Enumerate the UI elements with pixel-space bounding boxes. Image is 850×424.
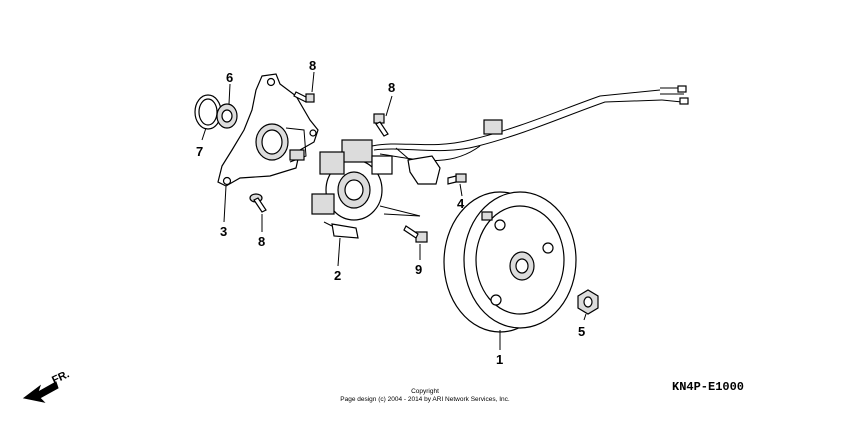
screw-8-mid[interactable] [373, 113, 389, 137]
callout-6: 6 [226, 70, 233, 85]
callout-8-lower: 8 [258, 234, 265, 249]
front-direction-label: FR. [50, 368, 71, 386]
bolt-9-part[interactable] [403, 225, 428, 243]
bolt-4-part[interactable] [447, 173, 467, 185]
figure-code: KN4P-E1000 [672, 380, 744, 394]
stator-pulser-part[interactable] [311, 139, 393, 239]
screw-8-top[interactable] [293, 91, 315, 103]
copyright-line-1: Copyright [411, 388, 439, 395]
leader-lines [201, 71, 587, 350]
screw-8-lower[interactable] [249, 193, 267, 213]
callout-7: 7 [196, 144, 203, 159]
callout-8-mid: 8 [388, 80, 395, 95]
callout-1: 1 [496, 352, 503, 367]
front-direction-arrow [22, 381, 59, 403]
oil-seal-part[interactable] [216, 103, 238, 129]
flywheel-part[interactable] [443, 191, 577, 333]
callout-4: 4 [457, 196, 465, 211]
callout-9: 9 [415, 262, 422, 277]
copyright-line-2: Page design (c) 2004 - 2014 by ARI Netwo… [340, 396, 510, 403]
wire-harness [371, 85, 689, 185]
callout-2: 2 [334, 268, 341, 283]
stator-base-plate-part[interactable] [217, 73, 319, 187]
callout-8-top: 8 [309, 58, 316, 73]
nut-5-part[interactable] [577, 289, 599, 315]
callout-3: 3 [220, 224, 227, 239]
callout-5: 5 [578, 324, 585, 339]
